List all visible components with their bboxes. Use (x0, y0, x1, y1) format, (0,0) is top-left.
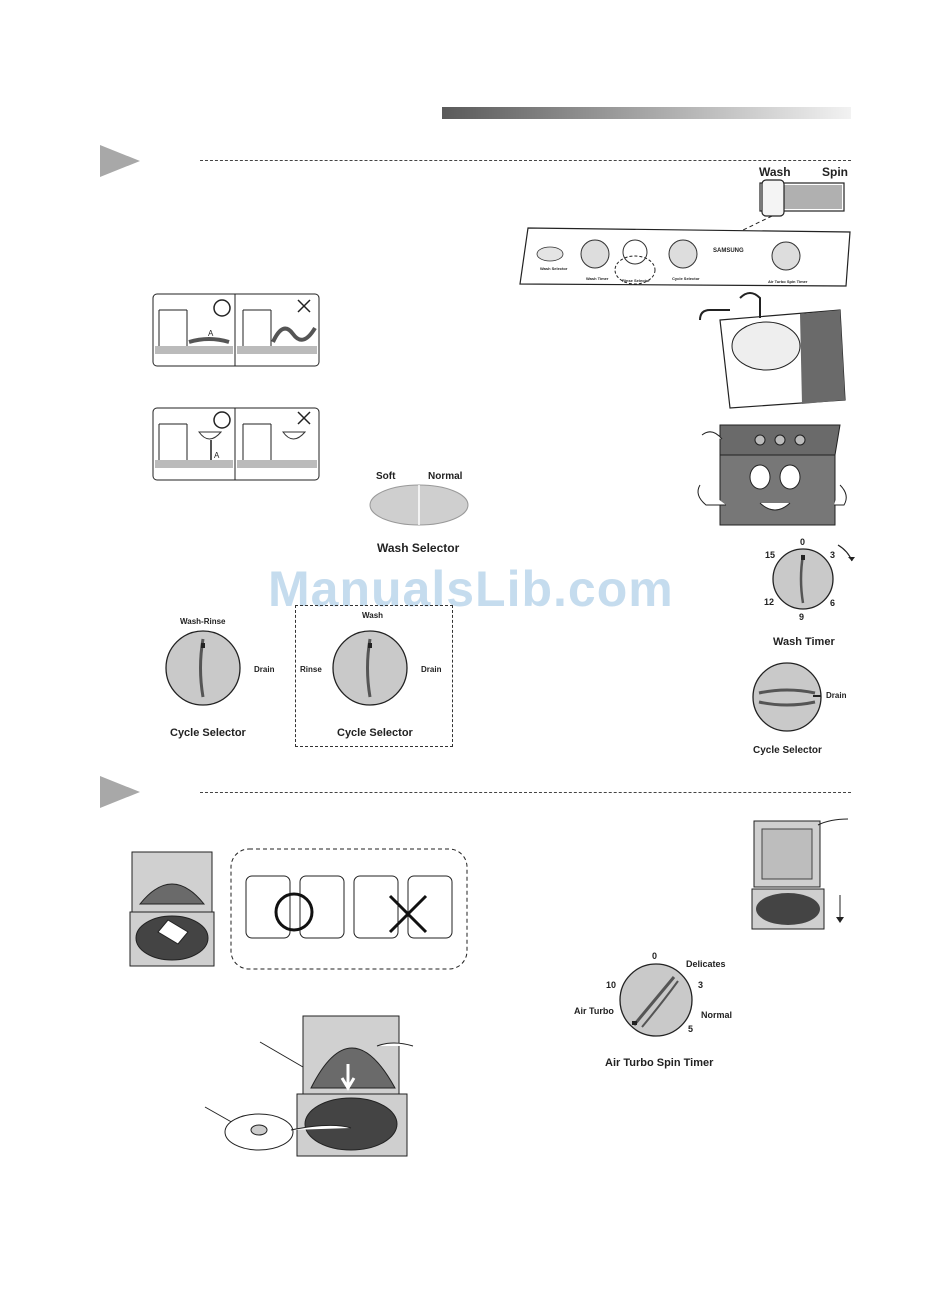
wash-selector-knob (369, 484, 469, 526)
spin-timer-5-label: 5 (688, 1024, 694, 1034)
panel-label-rinse-selector: Rinse Selector (622, 278, 650, 283)
cycle2-caption: Cycle Selector (337, 727, 413, 739)
panel-label-cycle-selector: Cycle Selector (672, 276, 700, 281)
spin-timer-air-turbo-label: Air Turbo (574, 1006, 614, 1016)
panel-label-wash-timer: Wash Timer (586, 276, 609, 281)
section-1-marker-icon (100, 145, 140, 177)
control-panel (519, 227, 851, 287)
wash-timer-tick-15: 15 (765, 550, 776, 560)
wash-selector-caption: Wash Selector (377, 541, 460, 555)
wash-timer-tick-6: 6 (830, 598, 836, 608)
cycle3-caption: Cycle Selector (753, 745, 822, 756)
section-2-divider (200, 792, 851, 793)
cartoon-washer-mascot (697, 424, 847, 526)
cycle-selector-2-knob (332, 630, 408, 706)
panel-brand: SAMSUNG (713, 248, 744, 254)
cap-insertion-illustration (204, 1015, 414, 1157)
cycle-selector-1-knob (165, 630, 241, 706)
spin-timer-10-label: 10 (606, 980, 617, 990)
spin-timer-normal-label: Normal (701, 1010, 733, 1020)
spin-timer-3-label: 3 (698, 980, 704, 990)
header-gradient-bar (442, 107, 851, 119)
cycle1-right-label: Drain (254, 665, 275, 674)
wash-timer-tick-12: 12 (764, 597, 775, 607)
panel-label-wash-selector: Wash Selector (540, 266, 568, 271)
wash-timer-tick-3: 3 (830, 550, 836, 560)
panel-label-spin-timer: Air Turbo Spin Timer (768, 279, 808, 284)
spin-timer-delicates-label: Delicates (686, 959, 726, 969)
hose-marker-a-2: A (214, 451, 220, 460)
spin-timer-caption: Air Turbo Spin Timer (605, 1057, 714, 1069)
cycle2-right-label: Drain (421, 665, 442, 674)
wash-selector-normal-label: Normal (428, 471, 463, 482)
cycle-selector-3-knob (752, 662, 822, 732)
cycle2-left-label: Rinse (300, 665, 322, 674)
wash-timer-tick-9: 9 (799, 612, 805, 622)
cycle2-top-label: Wash (362, 611, 384, 620)
spin-timer-0-label: 0 (652, 951, 658, 961)
section-1-divider (200, 160, 851, 161)
hose-marker-a-1: A (208, 329, 214, 338)
hose-diagram-1 (152, 293, 320, 367)
wash-label: Wash (759, 165, 791, 179)
cycle1-top-label: Wash-Rinse (180, 617, 226, 626)
washer-faucet-illustration (699, 292, 846, 409)
cycle-selector-2-box (295, 605, 453, 747)
wash-selector-soft-label: Soft (376, 471, 396, 482)
cycle3-right-label: Drain (826, 691, 847, 700)
spin-tub-cap-illustration (129, 851, 215, 967)
load-pattern-diagram (230, 848, 468, 970)
watermark: ManualsLib.com (268, 561, 674, 617)
cycle1-caption: Cycle Selector (170, 727, 246, 739)
wash-timer-caption: Wash Timer (773, 636, 835, 648)
spin-label: Spin (822, 165, 848, 179)
section-2-marker-icon (100, 776, 140, 808)
spin-timer-knob (619, 963, 693, 1037)
wash-timer-knob (772, 544, 855, 610)
wash-timer-tick-0: 0 (800, 537, 806, 547)
spin-lid-illustration (751, 818, 849, 930)
hose-diagram-2 (152, 407, 320, 481)
